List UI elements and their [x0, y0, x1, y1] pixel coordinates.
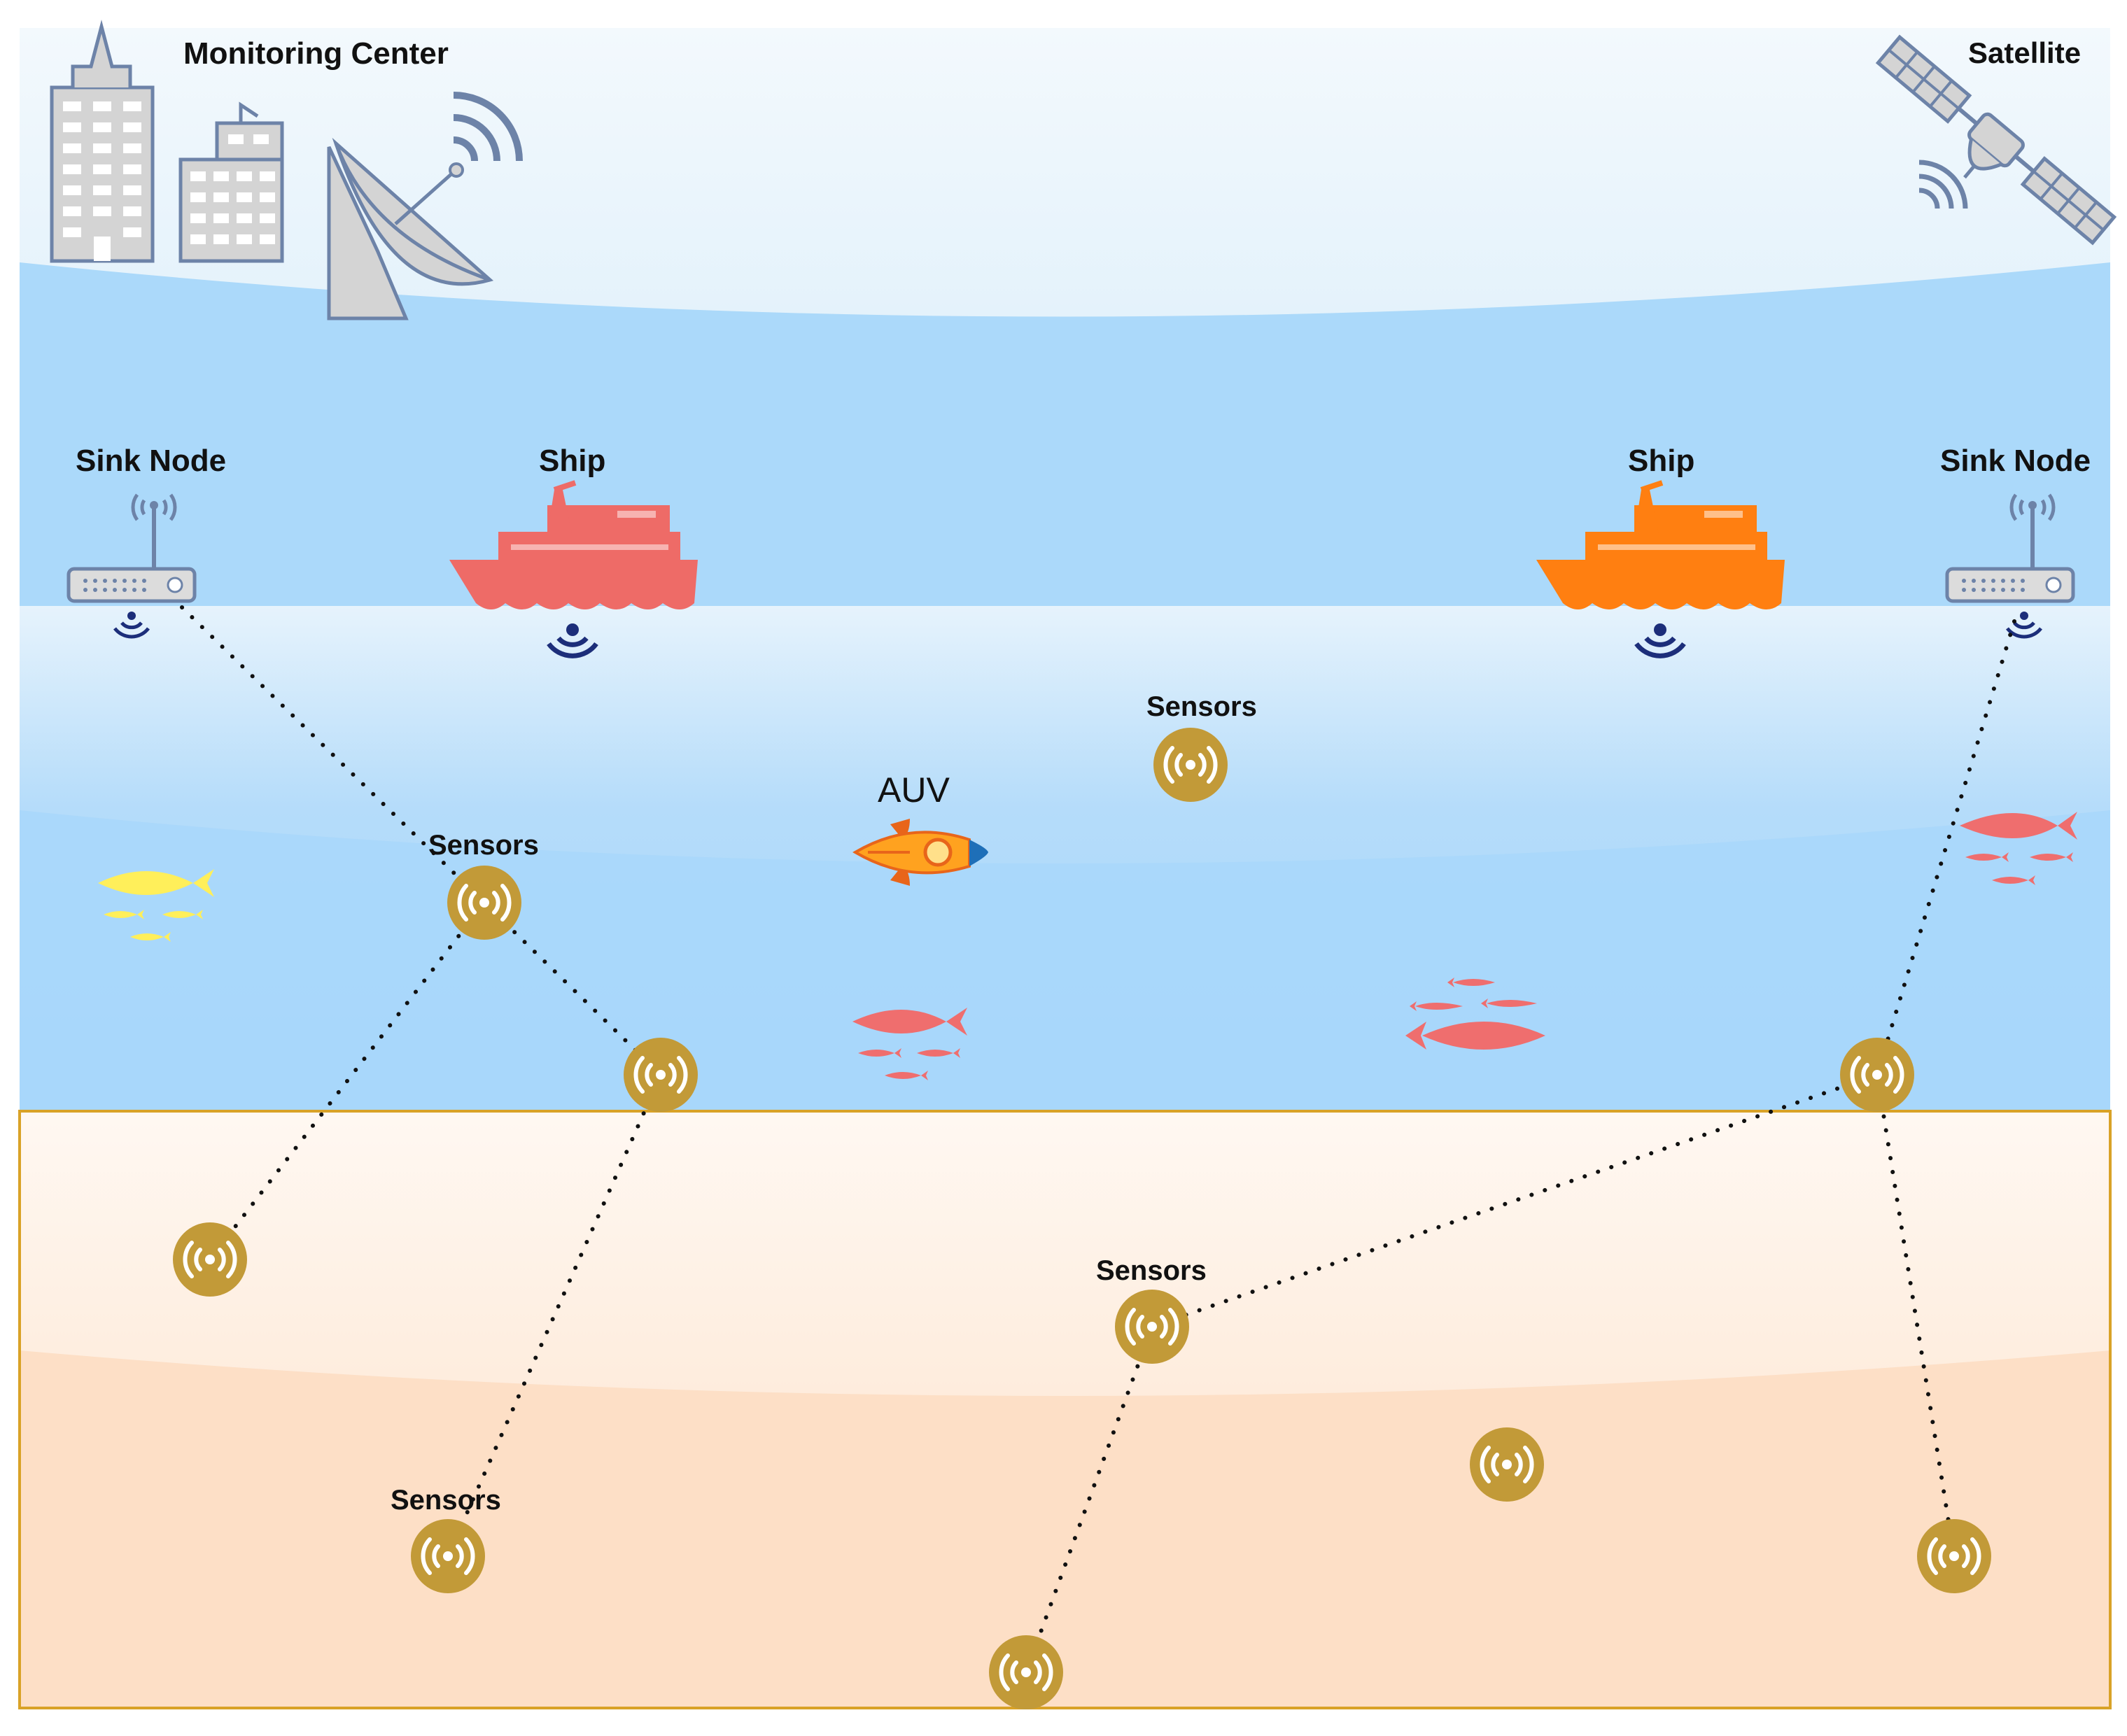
link — [482, 901, 663, 1077]
satellite-icon — [1875, 34, 2117, 246]
wifi-icon — [547, 623, 598, 658]
sensor-icon — [411, 1519, 485, 1593]
building-icon — [50, 20, 155, 263]
auv-label: AUV — [878, 770, 950, 810]
satellite-dish-icon — [327, 92, 523, 320]
fish-icon — [1405, 978, 1545, 1050]
sensor-icon — [173, 1222, 247, 1297]
router-icon — [1945, 493, 2075, 603]
link — [1875, 619, 2016, 1077]
sensors-label: Sensors — [1146, 691, 1257, 722]
fish-icon — [1960, 812, 2077, 885]
monitoring-center-label: Monitoring Center — [183, 36, 449, 71]
satellite-label: Satellite — [1968, 36, 2082, 69]
sensors-label: Sensors — [391, 1485, 501, 1516]
router-icon — [66, 493, 197, 603]
building-icon — [178, 101, 284, 263]
sensor-icon — [1470, 1427, 1544, 1502]
sensor-icon — [447, 866, 521, 940]
ship-icon — [1536, 480, 1785, 609]
wifi-icon — [113, 612, 150, 639]
sensor-icon — [1153, 728, 1228, 802]
fish-icon — [852, 1008, 967, 1080]
sensors-label: Sensors — [428, 830, 539, 861]
sink-node-label: Sink Node — [76, 444, 227, 478]
sink-node-label: Sink Node — [1940, 444, 2091, 478]
ship-label: Ship — [1628, 444, 1695, 478]
wifi-icon — [1918, 160, 1968, 209]
auv-icon — [852, 819, 988, 886]
seabed-deep-band — [20, 1350, 2110, 1708]
link — [180, 605, 486, 905]
air-band — [20, 262, 2110, 606]
water-deep-band — [20, 810, 2110, 1111]
link — [1875, 1073, 1956, 1558]
sensors-label: Sensors — [1096, 1255, 1207, 1286]
link — [1150, 1073, 1879, 1329]
seabed-border — [18, 1110, 2112, 1709]
sensors-group — [173, 728, 1991, 1709]
fish-icon — [98, 869, 214, 942]
wifi-icon — [1634, 623, 1686, 658]
link — [208, 901, 486, 1262]
link — [1024, 1325, 1154, 1674]
sensor-icon — [989, 1635, 1063, 1709]
ship-label: Ship — [539, 444, 606, 478]
ship-icon — [449, 480, 698, 609]
sensor-icon — [1917, 1519, 1991, 1593]
network-links — [180, 605, 2016, 1674]
wifi-icon — [2006, 612, 2042, 639]
sensor-icon — [1840, 1038, 1914, 1112]
sensor-icon — [624, 1038, 698, 1112]
sensor-icon — [1115, 1290, 1189, 1364]
